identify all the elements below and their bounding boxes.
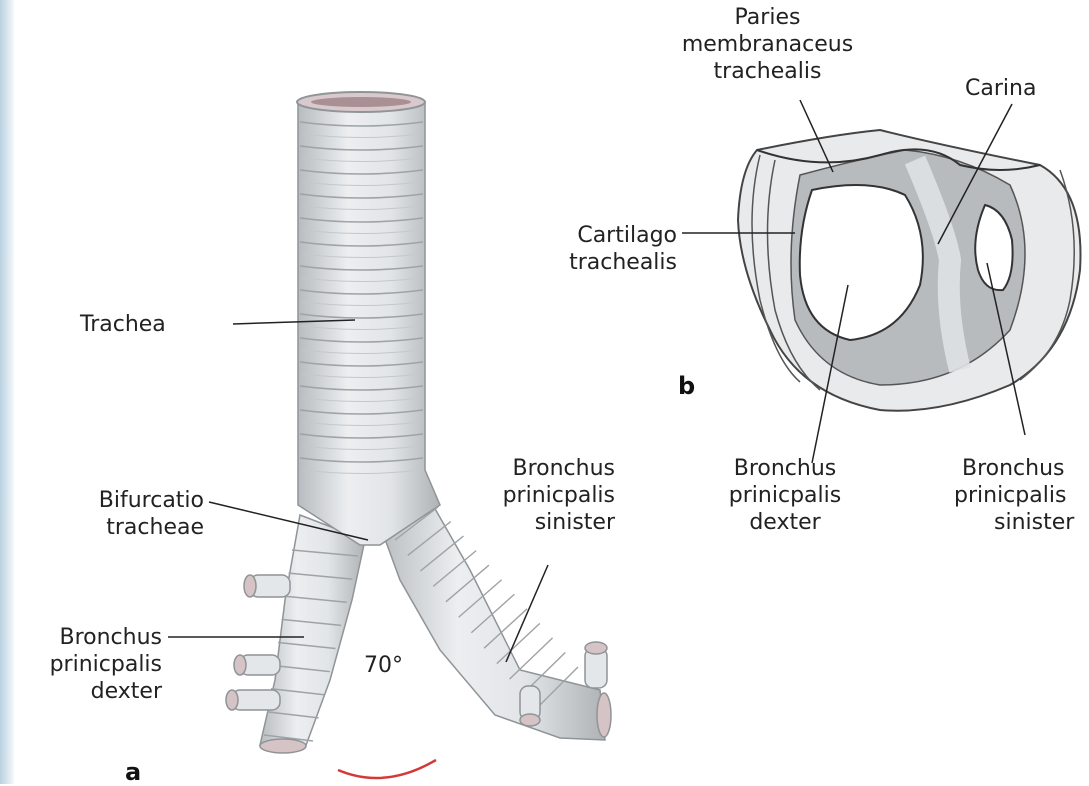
label-bifurcatio: Bifurcatio tracheae — [50, 487, 204, 541]
label-line: prinicpalis — [932, 482, 1089, 509]
carina-cross-section — [738, 130, 1081, 411]
label-line: dexter — [700, 509, 870, 536]
label-line: prinicpalis — [0, 651, 162, 678]
trachea-tube-shape — [298, 102, 440, 545]
label-line: Bronchus — [932, 455, 1089, 482]
label-bronchus-sinister-b: Bronchus prinicpalis sinister — [932, 455, 1089, 536]
label-line: dexter — [0, 678, 162, 705]
left-main-bronchus-shape — [378, 500, 605, 740]
label-trachea: Trachea — [80, 311, 166, 338]
label-line: membranaceus — [655, 31, 880, 58]
label-line: Bronchus — [700, 455, 870, 482]
label-line: Bronchus — [0, 624, 162, 651]
label-paries: Paries membranaceus trachealis — [655, 4, 880, 85]
label-line: Bifurcatio — [50, 487, 204, 514]
label-line: tracheae — [50, 514, 204, 541]
label-line: Bronchus — [440, 455, 615, 482]
label-line: trachealis — [505, 249, 677, 276]
panel-label-b: b — [678, 372, 695, 400]
label-bronchus-sinister-a: Bronchus prinicpalis sinister — [440, 455, 615, 536]
label-line: Cartilago — [505, 222, 677, 249]
label-line: sinister — [440, 509, 615, 536]
trachea-lumen-shadow — [311, 97, 411, 107]
label-bronchus-dexter-a: Bronchus prinicpalis dexter — [0, 624, 162, 705]
label-line: Paries — [655, 4, 880, 31]
trachea-illustration — [226, 92, 611, 778]
bifurcation-angle-arc — [338, 760, 436, 778]
angle-label: 70° — [364, 652, 403, 679]
label-line: sinister — [932, 509, 1089, 536]
label-carina: Carina — [965, 75, 1036, 102]
label-line: prinicpalis — [440, 482, 615, 509]
label-bronchus-dexter-b: Bronchus prinicpalis dexter — [700, 455, 870, 536]
panel-label-a: a — [125, 758, 141, 786]
label-line: prinicpalis — [700, 482, 870, 509]
label-cartilago: Cartilago trachealis — [505, 222, 677, 276]
label-line: trachealis — [655, 58, 880, 85]
